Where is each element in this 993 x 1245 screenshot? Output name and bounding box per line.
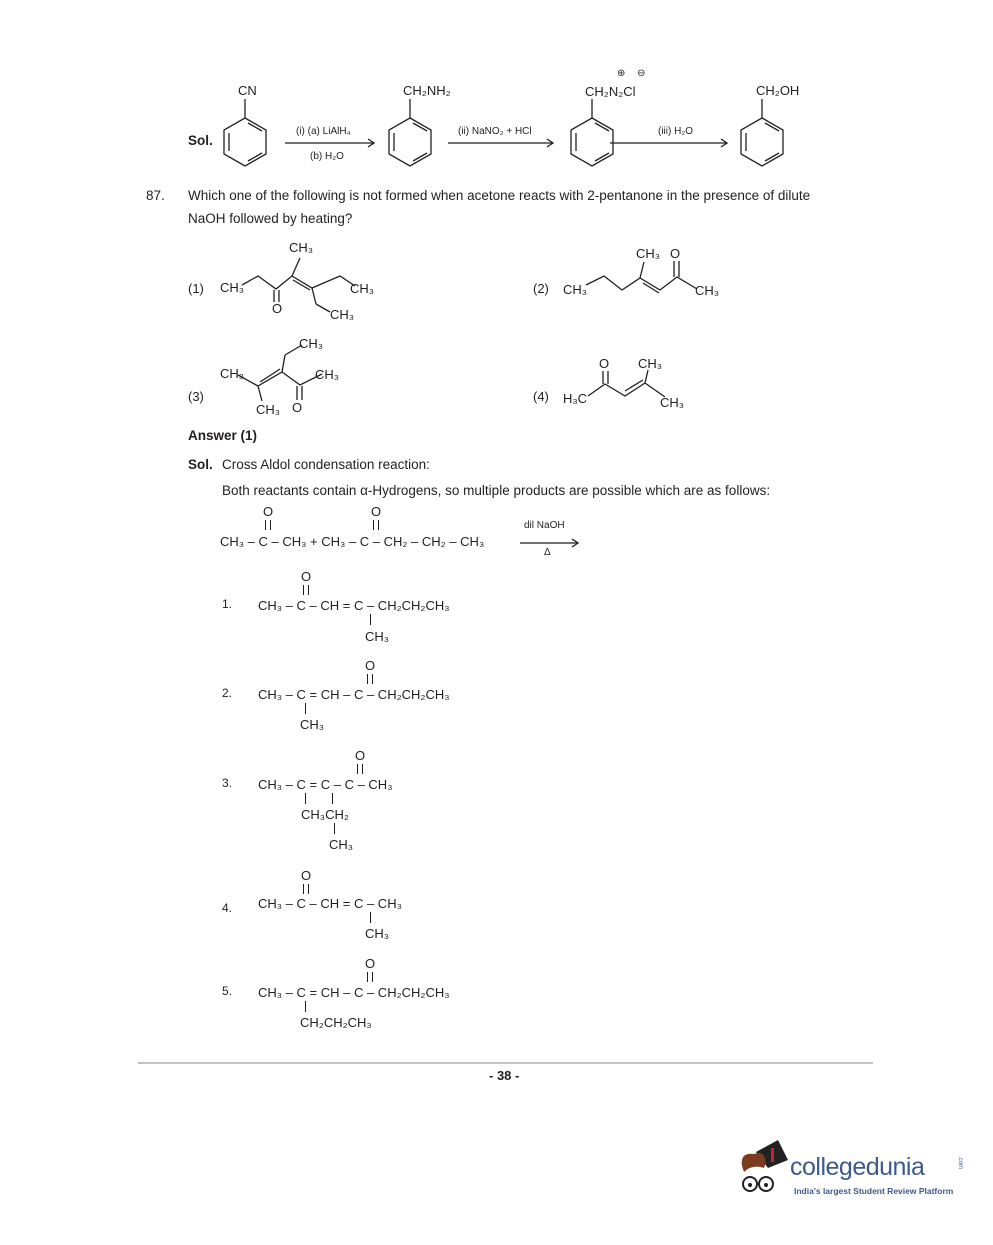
double-bond <box>357 764 363 774</box>
benzene-ring-2 <box>388 99 432 167</box>
option-label: (4) <box>533 389 549 404</box>
single-bond <box>370 912 371 923</box>
group: CH₃ <box>660 395 685 410</box>
group: CH₃ <box>256 402 281 417</box>
reagent-below: Δ <box>544 547 551 558</box>
double-bond <box>265 520 271 530</box>
single-bond <box>334 823 335 834</box>
step-3-above: (iii) H₂O <box>658 126 693 137</box>
question-text-line1: Which one of the following is not formed… <box>188 188 811 203</box>
product-formula: CH₃ – C = CH – C – CH₂CH₂CH₃ <box>258 985 450 1000</box>
group: CH₃ <box>350 281 375 296</box>
product-number: 5. <box>222 984 233 998</box>
reactants: CH₃ – C – CH₃ + CH₃ – C – CH₂ – CH₂ – CH… <box>220 534 485 549</box>
group: CH₃ <box>330 307 355 322</box>
carbonyl-oxygen: O <box>301 868 312 883</box>
substituent-ch2nh2: CH₂NH₂ <box>403 83 451 98</box>
carbonyl-oxygen: O <box>263 504 274 519</box>
logo-suffix: .com <box>957 1156 963 1170</box>
substituent-cn: CN <box>238 83 257 98</box>
reaction-arrows <box>285 138 729 548</box>
product-number: 3. <box>222 776 233 790</box>
group: O <box>272 301 283 316</box>
product-number: 2. <box>222 686 233 700</box>
step-1-below: (b) H₂O <box>310 151 344 162</box>
single-bond <box>305 793 306 804</box>
group: CH₃ <box>289 240 314 255</box>
branch: CH₂CH₂CH₃ <box>300 1015 372 1030</box>
double-bond <box>373 520 379 530</box>
double-bond <box>367 972 373 982</box>
group: O <box>292 400 303 415</box>
question-text-line2: NaOH followed by heating? <box>188 211 353 226</box>
answer: Answer (1) <box>188 428 258 443</box>
group: CH₃ <box>315 367 340 382</box>
product-formula: CH₃ – C = CH – C – CH₂CH₂CH₃ <box>258 687 450 702</box>
step-2-above: (ii) NaNO₂ + HCl <box>458 126 532 137</box>
reagent-above: dil NaOH <box>524 520 565 531</box>
carbonyl-oxygen: O <box>371 504 382 519</box>
solution-label: Sol. <box>188 457 213 472</box>
carbonyl-oxygen: O <box>365 956 376 971</box>
logo-wordmark: collegedunia <box>790 1153 925 1181</box>
page-number: - 38 - <box>489 1068 520 1083</box>
product-formula: CH₃ – C = C – C – CH₃ <box>258 777 393 792</box>
benzene-ring-1 <box>223 99 267 167</box>
benzene-ring-4 <box>740 99 784 167</box>
option-4-skeleton <box>587 369 666 398</box>
double-bond <box>303 585 309 595</box>
branch: CH₃ <box>329 837 354 852</box>
single-bond <box>332 793 333 804</box>
single-bond <box>305 1001 306 1012</box>
option-label: (2) <box>533 281 549 296</box>
question-number: 87. <box>146 188 165 203</box>
substituent-diazonium: CH₂N₂Cl <box>585 84 636 99</box>
group: CH₃ <box>563 282 588 297</box>
group: CH₃ <box>695 283 720 298</box>
product-formula: CH₃ – C – CH = C – CH₂CH₂CH₃ <box>258 598 450 613</box>
product-formula: CH₃ – C – CH = C – CH₃ <box>258 896 402 911</box>
branch: CH₃ <box>365 629 390 644</box>
group: CH₃ <box>299 336 324 351</box>
collegedunia-logo: collegedunia .com India's largest Studen… <box>738 1138 973 1200</box>
branch: CH₃ <box>365 926 390 941</box>
group: CH₃ <box>638 356 663 371</box>
carbonyl-oxygen: O <box>365 658 376 673</box>
single-bond <box>305 703 306 714</box>
group: O <box>599 356 610 371</box>
substituent-ch2oh: CH₂OH <box>756 83 800 98</box>
solution-title: Cross Aldol condensation reaction: <box>222 457 430 472</box>
branch: CH₃CH₂ <box>301 807 349 822</box>
minus-charge: ⊖ <box>637 68 646 79</box>
benzene-ring-3 <box>570 99 614 167</box>
double-bond <box>303 884 309 894</box>
solution-intro: Both reactants contain α-Hydrogens, so m… <box>222 483 771 498</box>
option-2-skeleton <box>585 261 698 294</box>
option-1-skeleton <box>241 257 356 313</box>
product-number: 4. <box>222 901 233 915</box>
option-label: (1) <box>188 281 204 296</box>
carbonyl-oxygen: O <box>301 569 312 584</box>
carbonyl-oxygen: O <box>355 748 366 763</box>
group: CH₃ <box>220 366 245 381</box>
group: CH₃ <box>220 280 245 295</box>
mascot-icon <box>741 1140 788 1192</box>
step-1-above: (i) (a) LiAlH₄ <box>296 126 351 137</box>
group: H₃C <box>563 391 588 406</box>
plus-charge: ⊕ <box>617 68 626 79</box>
option-label: (3) <box>188 389 204 404</box>
logo-tagline: India's largest Student Review Platform <box>794 1186 954 1196</box>
option-3-skeleton <box>237 344 323 402</box>
product-number: 1. <box>222 597 233 611</box>
branch: CH₃ <box>300 717 325 732</box>
group: CH₃ <box>636 246 661 261</box>
sol-label: Sol. <box>188 133 213 148</box>
double-bond <box>367 674 373 684</box>
single-bond <box>370 614 371 625</box>
group: O <box>670 246 681 261</box>
